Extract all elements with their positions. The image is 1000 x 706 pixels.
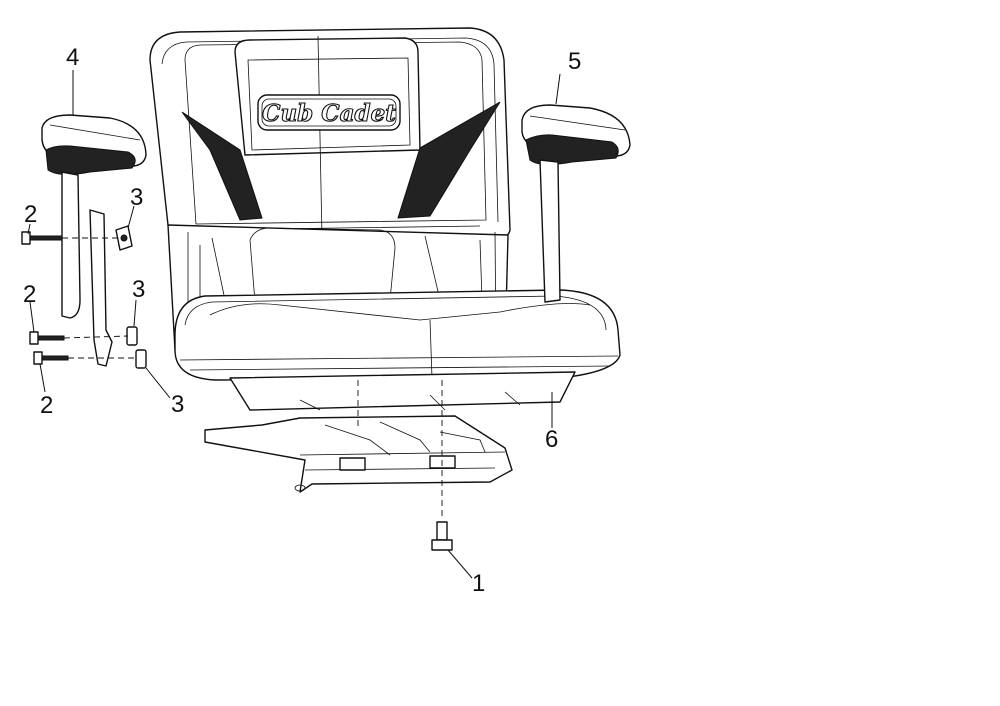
right-armrest [521,104,631,303]
callout-2b: 2 [23,281,36,308]
mounting-plate [204,415,513,493]
bolt-2b [29,331,65,345]
nut-3c [135,349,147,369]
callout-3c: 3 [171,391,184,418]
callout-4: 4 [66,44,79,71]
callout-1: 1 [472,570,485,597]
callout-2c: 2 [40,392,53,419]
callout-3b: 3 [132,276,145,303]
logo-text: Cub Cadet [262,100,396,127]
callout-labels: 4 5 2 3 2 3 2 3 6 1 [23,44,581,597]
logo-badge: Cub Cadet [257,94,401,131]
callout-2a: 2 [24,201,37,228]
leader-lines [27,70,561,579]
callout-6: 6 [545,426,558,453]
nut-3b [126,326,138,346]
callout-5: 5 [568,48,581,75]
pivot-bolt-1 [431,521,453,551]
callout-3a: 3 [130,184,143,211]
left-armrest [41,114,147,367]
assembly-lines [62,237,443,520]
nut-3a [115,225,133,251]
seat-cushion [174,289,621,411]
seat-back [149,27,511,241]
bolt-2c [33,351,69,365]
